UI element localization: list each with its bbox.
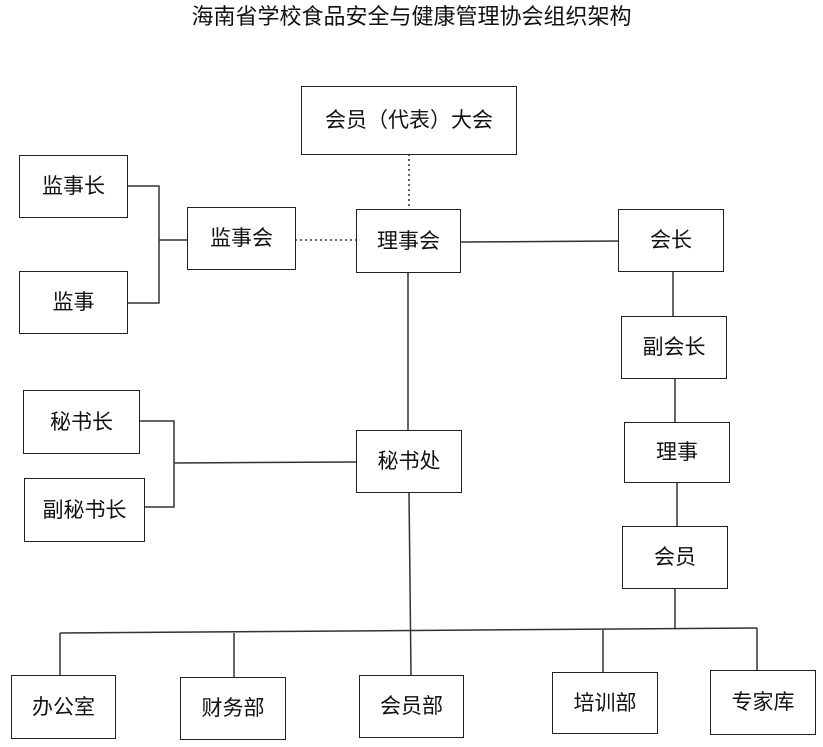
connector-secretaries-secretariat bbox=[173, 461, 357, 464]
node-president: 会长 bbox=[618, 209, 724, 272]
node-assembly: 会员（代表）大会 bbox=[301, 86, 517, 155]
node-secretariat: 秘书处 bbox=[356, 430, 462, 493]
connector-supervisors-bracket bbox=[127, 185, 160, 304]
node-membership-dept: 会员部 bbox=[359, 675, 464, 738]
node-director: 理事 bbox=[624, 422, 730, 483]
node-supervisor: 监事 bbox=[19, 271, 128, 334]
page-title: 海南省学校食品安全与健康管理协会组织架构 bbox=[191, 5, 632, 30]
node-finance: 财务部 bbox=[180, 677, 286, 740]
node-secretary-general: 秘书长 bbox=[23, 390, 140, 454]
node-expert-pool: 专家库 bbox=[710, 670, 816, 735]
node-training-dept: 培训部 bbox=[552, 672, 658, 734]
node-member: 会员 bbox=[622, 526, 728, 589]
connector-board-president bbox=[459, 240, 619, 243]
node-deputy-secretary-general: 副秘书长 bbox=[24, 478, 145, 542]
connector-secretaries-bracket bbox=[139, 420, 175, 508]
node-supervisory-board: 监事会 bbox=[187, 207, 296, 270]
node-board: 理事会 bbox=[356, 209, 461, 273]
connector-department-bus bbox=[59, 627, 758, 634]
node-chief-supervisor: 监事长 bbox=[19, 155, 128, 218]
connector-secretariat-bus bbox=[408, 491, 412, 676]
node-office: 办公室 bbox=[11, 675, 116, 739]
node-vice-president: 副会长 bbox=[621, 316, 727, 379]
